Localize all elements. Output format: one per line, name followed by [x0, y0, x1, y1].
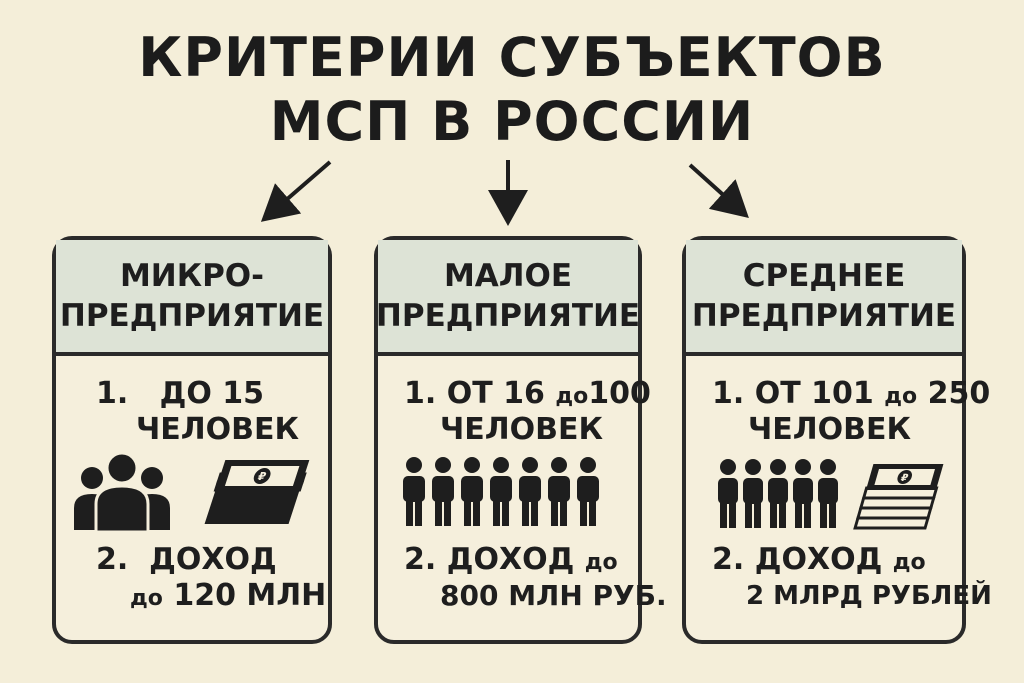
criterion-2-line-a: 2. ДОХОД до	[404, 542, 618, 577]
arrow-left	[260, 160, 332, 222]
criterion-2-line-b: 2 МЛРД РУБЛЕЙ	[746, 581, 992, 611]
card-title-line-2: ПРЕДПРИЯТИЕ	[691, 298, 957, 334]
card-micro: МИКРО- ПРЕДПРИЯТИЕ 1. ДО 15 ЧЕЛОВЕК ₽ 2.…	[52, 236, 332, 644]
criterion-1-line-b: ЧЕЛОВЕК	[748, 412, 912, 447]
money-icon: ₽	[204, 460, 310, 524]
card-title-line-2: ПРЕДПРИЯТИЕ	[375, 298, 641, 334]
criterion-1-line-a: 1. ДО 15	[96, 376, 265, 411]
criterion-1-line-b: ЧЕЛОВЕК	[136, 412, 300, 447]
group-icon	[74, 451, 170, 534]
criterion-1-line-a: 1. ОТ 101 до 250	[712, 376, 991, 411]
card-title-line-1: СРЕДНЕЕ	[742, 258, 906, 294]
criterion-1-line-b: ЧЕЛОВЕК	[440, 412, 604, 447]
criterion-2-line-b: 800 МЛН РУБ.	[440, 579, 667, 612]
criterion-2-line-b: до 120 МЛН	[130, 578, 327, 613]
title-line-2: МСП В РОССИИ	[269, 90, 755, 153]
people-row-icon	[718, 459, 838, 528]
svg-text:₽: ₽	[256, 470, 268, 483]
card-title-line-1: МИКРО-	[119, 258, 265, 294]
svg-text:₽: ₽	[899, 473, 909, 484]
card-title-line-1: МАЛОЕ	[443, 258, 573, 294]
criterion-1-line-a: 1. ОТ 16 до100	[404, 376, 651, 411]
card-medium: СРЕДНЕЕ ПРЕДПРИЯТИЕ 1. ОТ 101 до 250 ЧЕЛ…	[682, 236, 992, 644]
card-title-line-2: ПРЕДПРИЯТИЕ	[59, 298, 325, 334]
criterion-2-line-a: 2. ДОХОД до	[712, 542, 926, 577]
money-stack-icon: ₽	[853, 464, 944, 530]
criterion-2-line-a: 2. ДОХОД	[96, 542, 277, 577]
card-header: МАЛОЕ ПРЕДПРИЯТИЕ	[375, 240, 641, 356]
card-header: МИКРО- ПРЕДПРИЯТИЕ	[56, 240, 328, 356]
card-header: СРЕДНЕЕ ПРЕДПРИЯТИЕ	[686, 240, 962, 356]
card-small: МАЛОЕ ПРЕДПРИЯТИЕ 1. ОТ 16 до100 ЧЕЛОВЕК…	[374, 236, 667, 644]
page-title: КРИТЕРИИ СУБЪЕКТОВ МСП В РОССИИ	[0, 26, 1024, 154]
people-row-icon	[403, 457, 599, 526]
title-line-1: КРИТЕРИИ СУБЪЕКТОВ	[138, 26, 886, 89]
arrow-right	[688, 163, 749, 219]
